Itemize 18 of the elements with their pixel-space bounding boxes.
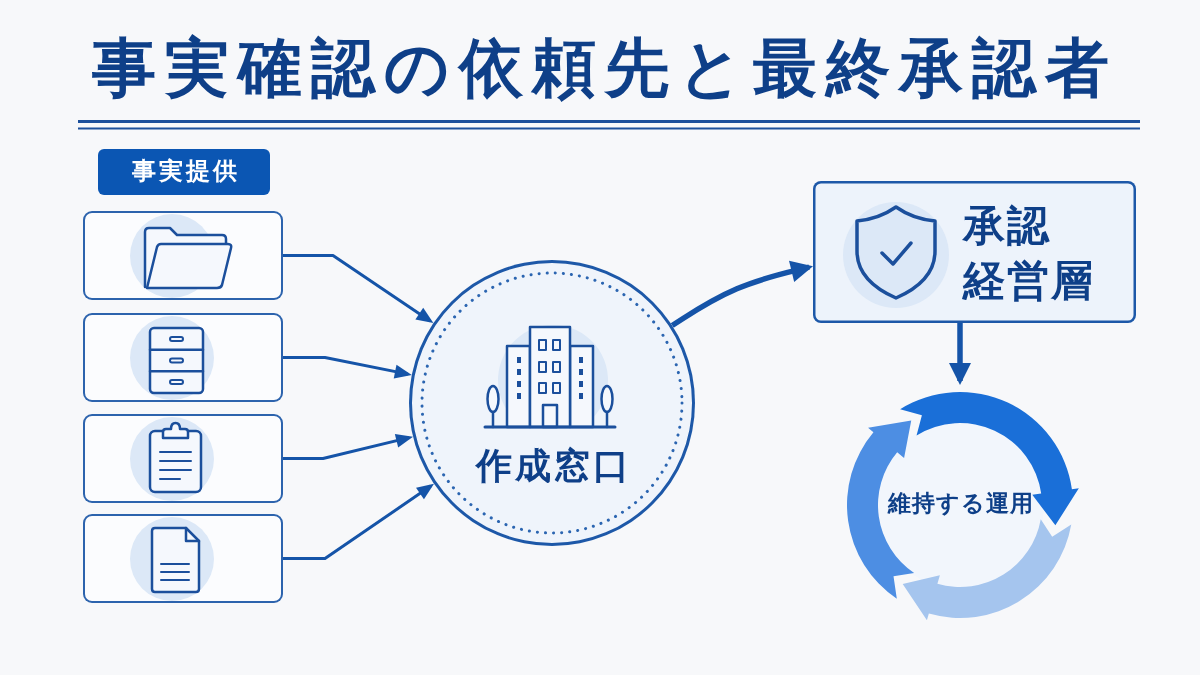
icon-card [83, 414, 283, 503]
title: 事実確認の依頼先と最終承認者 [90, 32, 1118, 106]
section-badge [98, 149, 270, 195]
arrow [670, 260, 813, 328]
node-label: 作成窓口 [474, 444, 632, 488]
icon-card [83, 514, 283, 603]
node-label: 承認 [963, 201, 1051, 252]
arrow [283, 433, 413, 460]
badge-label: 事実提供 [130, 157, 240, 186]
arrow [283, 254, 434, 324]
icon-card [83, 313, 283, 402]
approval-panel [813, 181, 1136, 323]
node-label: 経営層 [963, 256, 1095, 307]
arrow [283, 356, 412, 379]
icon-card [83, 211, 283, 300]
arrow [283, 483, 435, 560]
node-label: 維持する運用 [886, 490, 1034, 518]
arrow [949, 323, 971, 385]
